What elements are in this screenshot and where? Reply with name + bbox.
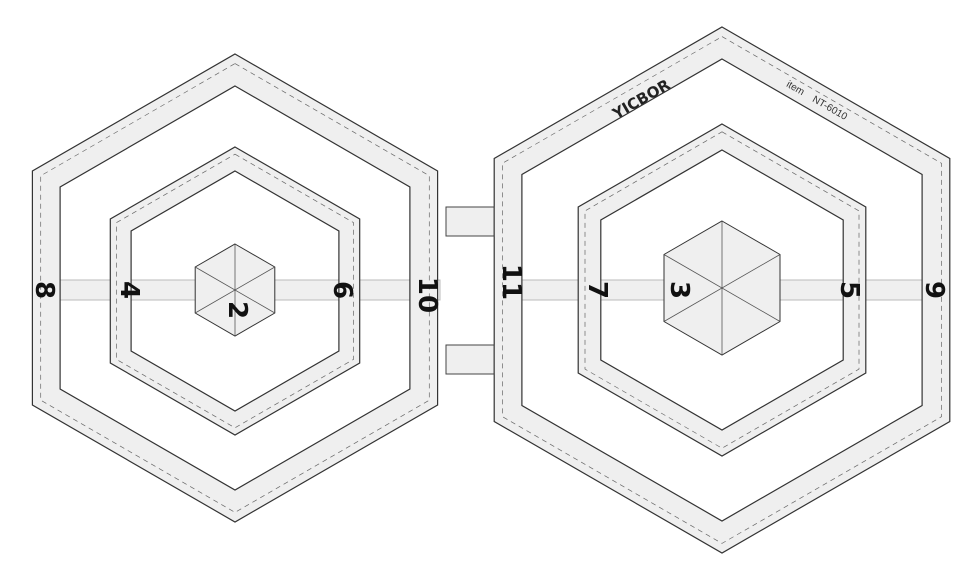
- size-label-6: 6: [327, 281, 357, 299]
- right-middle-ring: [577, 123, 867, 457]
- right-outer-ring-seam-line: [502, 36, 942, 544]
- right-outer-ring: [493, 26, 951, 554]
- size-label-4: 4: [114, 281, 144, 299]
- left-middle-ring-seam-line: [116, 153, 354, 429]
- size-label-8: 8: [29, 281, 59, 299]
- right-center-hexagon-guide-line: [663, 254, 781, 322]
- size-label-3: 3: [664, 281, 694, 299]
- size-label-11: 11: [496, 264, 526, 300]
- size-label-7: 7: [582, 281, 612, 299]
- connector-tab-top: [445, 206, 495, 237]
- size-label-10: 10: [412, 277, 442, 313]
- size-label-9: 9: [919, 281, 949, 299]
- left-outer-ring: [31, 53, 439, 523]
- size-label-2: 2: [222, 301, 252, 319]
- connector-tab-bottom: [445, 344, 495, 375]
- size-label-5: 5: [834, 281, 864, 299]
- left-center-hexagon-guide-line: [194, 266, 276, 314]
- left-middle-ring: [109, 146, 361, 436]
